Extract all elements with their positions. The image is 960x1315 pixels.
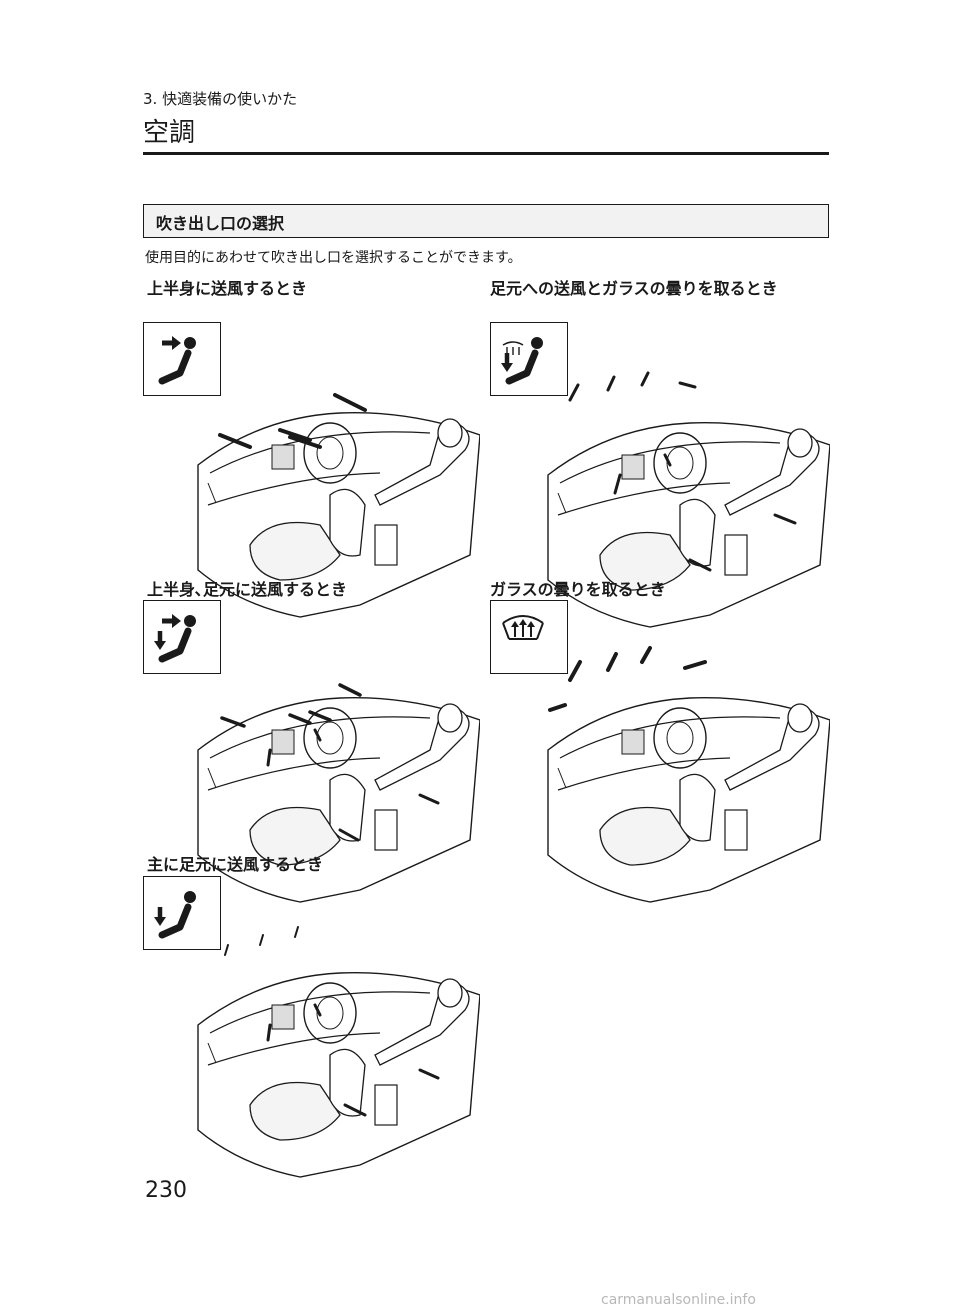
page-title: 空調 <box>143 118 196 148</box>
car-illustration-bi-level <box>180 640 480 905</box>
car-illustration-foot <box>180 915 480 1180</box>
mode-caption-foot: 主に足元に送風するとき <box>147 855 324 874</box>
defrost-icon <box>490 600 568 674</box>
foot-defrost-icon <box>490 322 568 396</box>
car-illustration-face <box>180 355 480 620</box>
face-vent-icon <box>143 322 221 396</box>
car-illustration-foot-defrost <box>530 365 830 630</box>
mode-caption-face: 上半身に送風するとき <box>147 279 308 298</box>
mode-caption-bi-level: 上半身､足元に送風するとき <box>147 580 348 599</box>
bi-level-icon <box>143 600 221 674</box>
foot-vent-icon <box>143 876 221 950</box>
chapter-label: 3. 快適装備の使いかた <box>143 90 298 108</box>
page-number: 230 <box>145 1178 187 1203</box>
section-intro: 使用目的にあわせて吹き出し口を選択することができます。 <box>145 250 522 266</box>
car-illustration-defrost <box>530 640 830 905</box>
site-watermark: carmanualsonline.info <box>601 1292 756 1308</box>
section-title: 吹き出し口の選択 <box>156 214 285 233</box>
section-header: 吹き出し口の選択 <box>143 204 829 238</box>
mode-caption-defrost: ガラスの曇りを取るとき <box>490 580 666 599</box>
title-divider <box>143 152 829 155</box>
mode-caption-foot-defrost: 足元への送風とガラスの曇りを取るとき <box>490 279 778 298</box>
